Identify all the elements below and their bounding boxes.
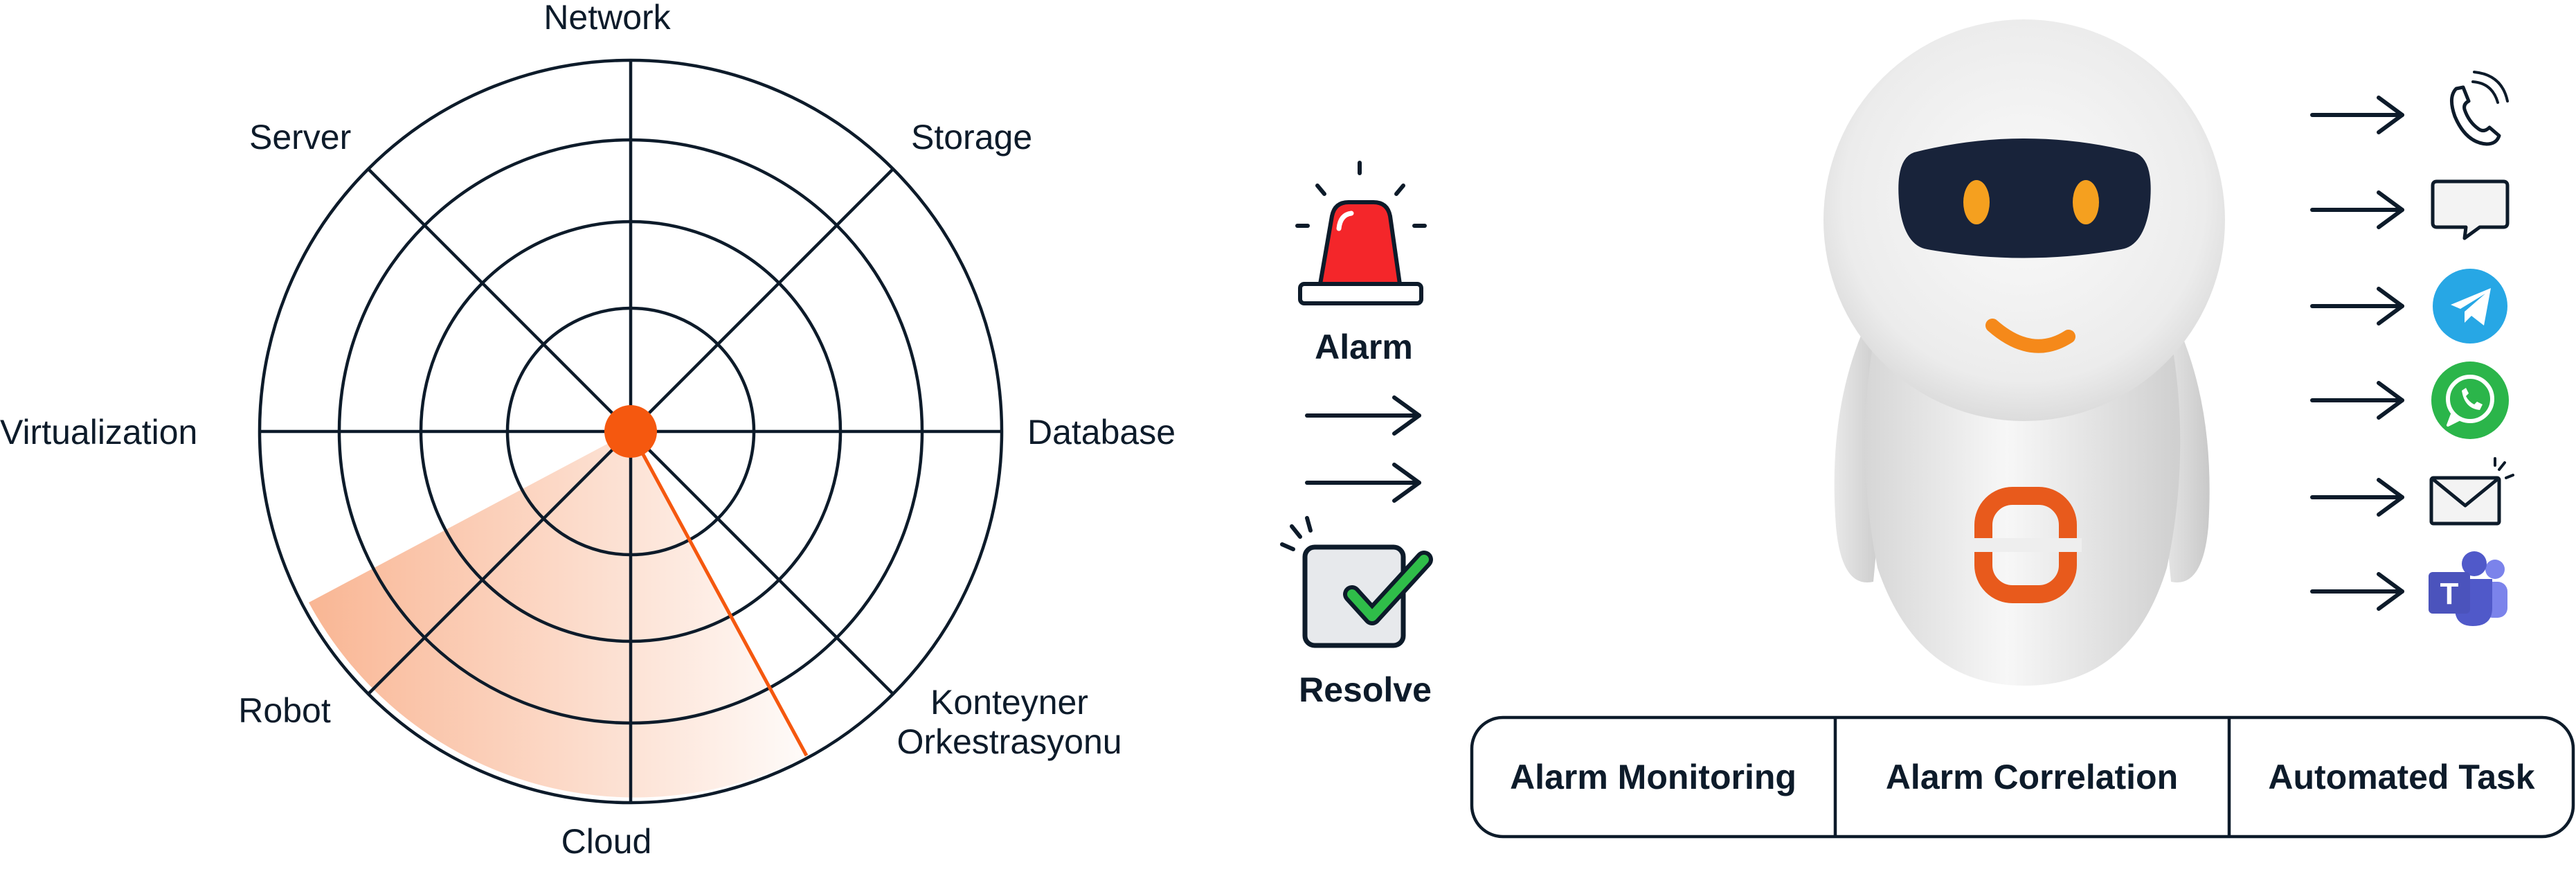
- robot-smile: [1985, 319, 2075, 353]
- phone-icon: [2450, 71, 2509, 146]
- radar-label-server: Server: [249, 118, 351, 157]
- radar-label-virtualization: Virtualization: [0, 413, 197, 452]
- telegram-icon: [2433, 269, 2507, 344]
- arrow-right-icon: [2310, 381, 2404, 420]
- radar-label-database: Database: [1027, 413, 1176, 452]
- email-icon: [2429, 457, 2514, 526]
- resolve-label: Resolve: [1299, 670, 1432, 709]
- radar-label-container-2: Orkestrasyonu: [897, 722, 1122, 761]
- arrow-right-icon: [1305, 463, 1421, 503]
- arrow-right-icon: [1305, 395, 1421, 436]
- robot-visor: [1898, 139, 2151, 258]
- checkbox-check-icon: [1280, 516, 1433, 648]
- notification-channels: T: [2310, 71, 2514, 626]
- radar-center-dot: [604, 405, 657, 458]
- robot-logo-icon: [1970, 487, 2082, 603]
- alarm-label: Alarm: [1315, 328, 1413, 366]
- radar-label-cloud: Cloud: [561, 822, 652, 861]
- siren-icon: [1295, 161, 1427, 305]
- radar-sweep: [309, 431, 807, 798]
- arrow-right-icon: [2310, 478, 2404, 517]
- radar-chart: Network Storage Database Konteyner Orkes…: [0, 0, 1176, 861]
- arrow-right-icon: [2310, 287, 2404, 325]
- stage-label-correlation: Alarm Correlation: [1886, 758, 2178, 796]
- svg-text:T: T: [2440, 577, 2459, 611]
- radar-label-storage: Storage: [911, 118, 1032, 157]
- stage-bar-frame: [1470, 715, 2575, 839]
- robot-body: [1865, 346, 2181, 686]
- radar-label-container-1: Konteyner: [930, 683, 1088, 722]
- alarm-flow: Alarm Resolve: [1280, 161, 1433, 709]
- chat-bubble-icon: [2431, 179, 2510, 240]
- radar-label-network: Network: [543, 0, 671, 37]
- robot-eye-left: [1963, 180, 1990, 224]
- radar-sweep-line: [629, 430, 809, 757]
- teams-icon: T: [2429, 551, 2507, 626]
- stage-bar: Alarm Monitoring Alarm Correlation Autom…: [1470, 715, 2575, 839]
- arrow-right-icon: [2310, 96, 2404, 134]
- arrow-right-icon: [2310, 572, 2404, 611]
- arrow-right-icon: [2310, 190, 2404, 229]
- stage-label-monitoring: Alarm Monitoring: [1510, 758, 1796, 796]
- radar-label-robot: Robot: [238, 691, 331, 730]
- stage-label-automated: Automated Task: [2268, 758, 2534, 796]
- robot-eye-right: [2073, 180, 2099, 224]
- robot-mascot: [1823, 19, 2225, 686]
- whatsapp-icon: [2431, 362, 2509, 439]
